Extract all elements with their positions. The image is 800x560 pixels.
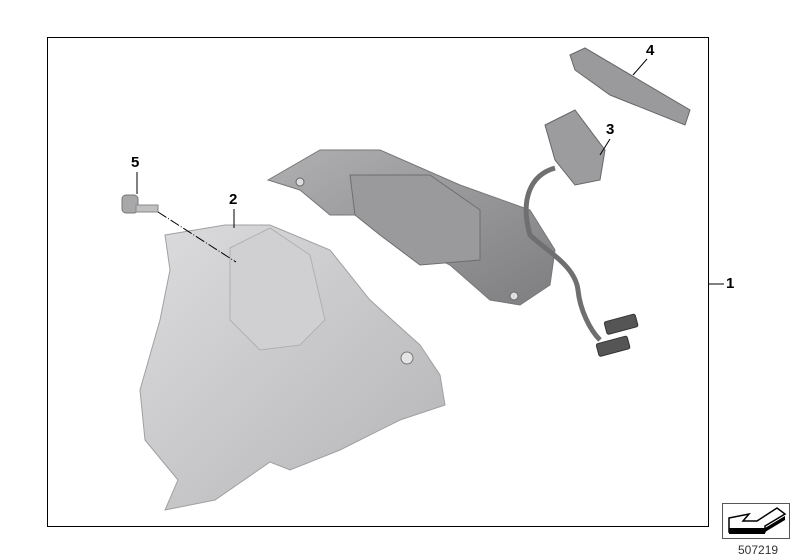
arrow-icon: [728, 507, 787, 534]
cable-part: [523, 165, 602, 342]
callout-1[interactable]: 1: [726, 275, 735, 292]
front-fairing-part: [139, 224, 446, 511]
callout-3[interactable]: 3: [606, 121, 615, 138]
holder-bracket-part: [544, 109, 606, 186]
callout-4[interactable]: 4: [646, 42, 655, 59]
callout-5[interactable]: 5: [131, 154, 140, 171]
orientation-arrow-box: [722, 503, 790, 539]
bolt-part: [121, 194, 139, 214]
diagram-frame: [47, 37, 709, 527]
callout-2[interactable]: 2: [229, 191, 238, 208]
mounting-plate-part: [569, 47, 691, 126]
diagram-id: 507219: [738, 543, 779, 557]
